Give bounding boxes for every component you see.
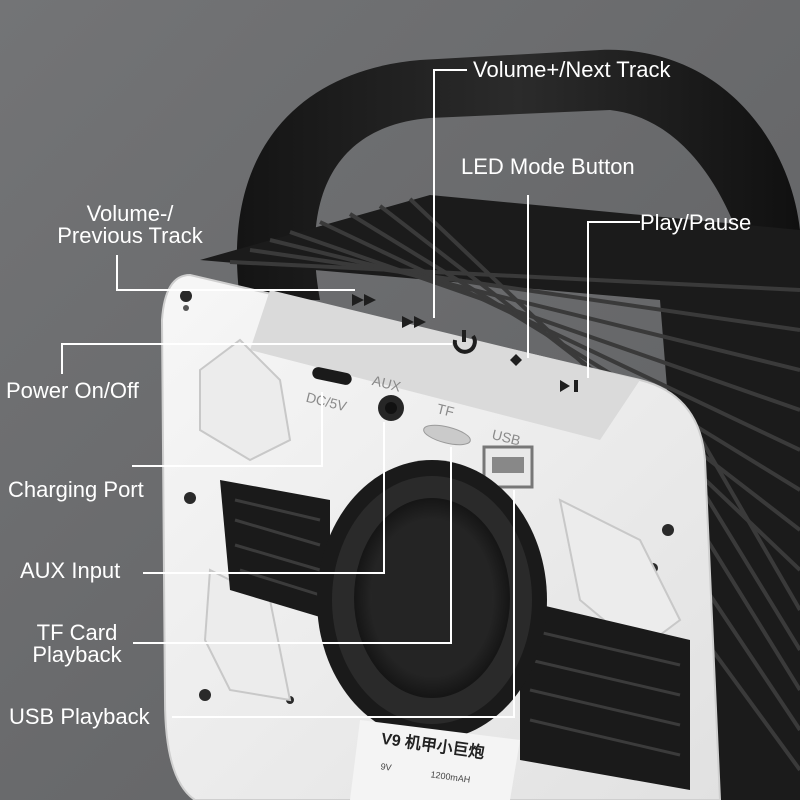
led-button-shape bbox=[510, 354, 522, 366]
leader-usb bbox=[172, 490, 515, 718]
label-tf-line1: TF Card bbox=[36, 620, 118, 645]
label-volume-up: Volume+/Next Track bbox=[473, 57, 671, 82]
power-button-shape bbox=[452, 334, 477, 354]
leader-aux bbox=[143, 422, 385, 574]
label-usb-playback: USB Playback bbox=[9, 704, 150, 729]
label-play-pause: Play/Pause bbox=[640, 210, 752, 235]
woofer bbox=[317, 460, 547, 740]
label-led-mode: LED Mode Button bbox=[461, 154, 635, 179]
label-volume-down-line1: Volume-/ bbox=[86, 201, 174, 226]
ports bbox=[312, 367, 534, 489]
top-buttons bbox=[352, 294, 578, 392]
usb-port-label: USB bbox=[490, 426, 522, 448]
tf-port-label: TF bbox=[435, 400, 455, 420]
label-power: Power On/Off bbox=[6, 378, 139, 403]
leader-volume-up bbox=[433, 69, 467, 318]
label-volume-down-line2: Previous Track bbox=[57, 223, 203, 248]
label-charging-port: Charging Port bbox=[8, 477, 144, 502]
play-pause-button-shape bbox=[560, 380, 578, 392]
handle bbox=[236, 49, 800, 331]
decorative-relief bbox=[199, 338, 682, 702]
prev-track-button-shape bbox=[352, 294, 376, 306]
label-tf-line2: Playback bbox=[32, 642, 122, 667]
product-sticker: V9 机甲小巨炮 9V 1200mAH bbox=[350, 720, 520, 800]
label-volume-down: Volume-/ Previous Track bbox=[44, 203, 216, 247]
next-track-button-shape bbox=[402, 316, 426, 328]
label-tf-card: TF Card Playback bbox=[22, 622, 132, 666]
leader-volume-down bbox=[116, 255, 355, 291]
label-aux-input: AUX Input bbox=[20, 558, 121, 583]
aux-port-label: AUX bbox=[371, 372, 403, 395]
leader-power bbox=[61, 343, 452, 374]
leader-play-pause bbox=[587, 221, 640, 378]
leader-charging bbox=[132, 392, 323, 467]
leader-lines bbox=[61, 69, 640, 718]
sticker-spec1: 9V bbox=[380, 761, 392, 772]
leader-tf bbox=[133, 447, 452, 644]
